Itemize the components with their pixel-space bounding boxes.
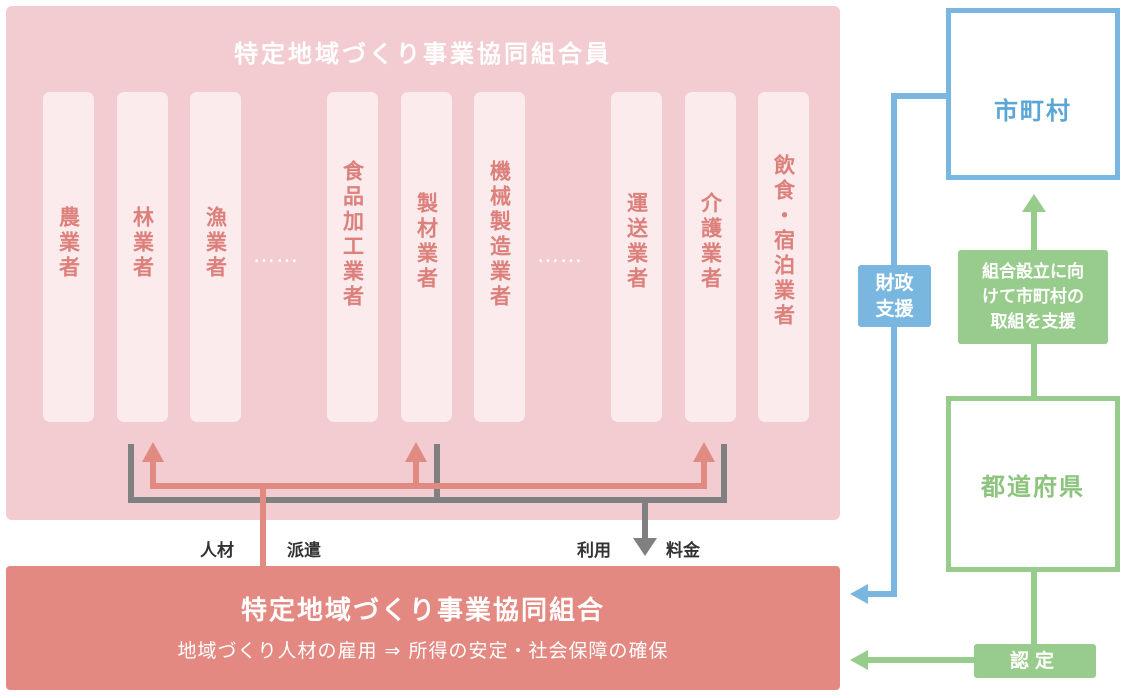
- cooperative-box: [6, 566, 840, 690]
- members-title: 特定地域づくり事業協同組合員: [234, 40, 612, 68]
- member-card-food-processing: 食品加工業者: [327, 92, 378, 422]
- member-label: 機械製造業者: [487, 160, 512, 310]
- ellipsis-left: ……: [253, 243, 299, 268]
- dispatch-arrowhead-care: [693, 442, 715, 462]
- dispatch-label: 派遣: [287, 541, 321, 561]
- dispatch-arrowhead-sawmill: [405, 442, 427, 462]
- member-card-machinery: 機械製造業者: [474, 92, 525, 422]
- member-label: 飲食・宿泊業者: [771, 154, 796, 329]
- prefecture-label: 都道府県: [981, 472, 1085, 501]
- municipality-label: 市町村: [994, 97, 1072, 125]
- member-card-sawmill: 製材業者: [401, 92, 452, 422]
- fee-label: 料金: [666, 541, 700, 561]
- cooperative-title: 特定地域づくり事業協同組合: [240, 596, 605, 626]
- member-card-forestry: 林業者: [117, 92, 168, 422]
- member-label: 農業者: [56, 206, 81, 281]
- support-line-1: 組合設立に向: [982, 261, 1084, 282]
- support-box: 組合設立に向 けて市町村の 取組を支援: [958, 250, 1108, 344]
- prefecture-support-arrowhead: [1022, 194, 1046, 212]
- member-card-agriculture: 農業者: [43, 92, 94, 422]
- fee-arrowhead: [633, 538, 657, 556]
- dispatch-arrowhead-forestry: [142, 442, 164, 462]
- finance-arrowhead: [850, 584, 868, 604]
- finance-line-1: 財政: [875, 272, 914, 294]
- finance-support-box: 財政 支援: [858, 265, 931, 327]
- member-card-care: 介護業者: [685, 92, 736, 422]
- finance-line-2: 支援: [875, 298, 914, 320]
- member-label: 食品加工業者: [340, 160, 365, 310]
- fee-collection-line: [128, 444, 727, 503]
- approval-arrowhead: [850, 650, 868, 670]
- dispatch-distribution-line: [150, 460, 707, 489]
- member-label: 介護業者: [698, 192, 723, 292]
- prefecture-box: 都道府県: [946, 396, 1120, 572]
- member-label: 漁業者: [203, 206, 228, 281]
- usage-label: 利用: [577, 541, 611, 561]
- approval-box: 認定: [974, 644, 1096, 678]
- municipality-box: 市町村: [946, 8, 1120, 180]
- member-card-food-lodging: 飲食・宿泊業者: [758, 92, 809, 422]
- cooperative-subtitle: 地域づくり人材の雇用 ⇒ 所得の安定・社会保障の確保: [177, 640, 669, 662]
- member-card-fishery: 漁業者: [190, 92, 241, 422]
- support-line-2: けて市町村の: [982, 286, 1084, 307]
- ellipsis-right: ……: [537, 243, 583, 268]
- finance-support-line: [866, 93, 946, 597]
- member-label: 林業者: [130, 206, 155, 281]
- member-label: 製材業者: [414, 192, 439, 292]
- member-label: 運送業者: [624, 192, 649, 292]
- personnel-label: 人材: [200, 541, 234, 561]
- member-card-transport: 運送業者: [611, 92, 662, 422]
- support-line-3: 取組を支援: [990, 311, 1076, 332]
